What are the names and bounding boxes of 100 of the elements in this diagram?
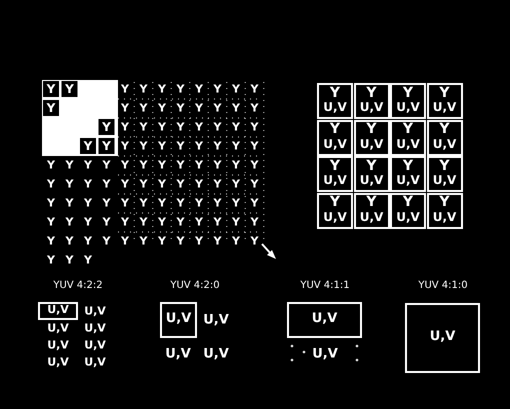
sample-cell [317, 156, 353, 192]
luma-label: Y [214, 122, 222, 132]
luma-label: Y [439, 195, 450, 210]
luma-label: Y [84, 140, 92, 152]
luma-label: Y [158, 102, 166, 114]
luma-label: Y [330, 122, 340, 136]
luma-label: Y [140, 122, 148, 132]
luma-label: Y [366, 122, 377, 136]
chroma-label: U,V [47, 304, 69, 314]
chroma-label: U,V [360, 138, 384, 150]
luma-label: Y [250, 122, 258, 132]
luma-label: Y [140, 236, 148, 246]
chroma-label: U,V [84, 340, 106, 350]
chroma-label: U,V [47, 356, 69, 368]
chroma-label: U,V [323, 210, 347, 223]
luma-label: Y [102, 236, 110, 246]
chroma-label: U,V [323, 101, 347, 114]
chroma-label: U,V [396, 210, 420, 223]
chroma-label: U,V [360, 174, 384, 186]
luma-label: Y [66, 236, 74, 246]
sample-cell [317, 83, 353, 119]
luma-label: Y [47, 254, 55, 266]
luma-label: Y [176, 102, 184, 114]
luma-label: Y [250, 140, 258, 152]
format-heading: YUV 4:2:0 [170, 281, 220, 291]
chroma-label: U,V [432, 101, 456, 114]
luma-label: Y [158, 178, 166, 190]
chroma-label: U,V [323, 138, 347, 150]
luma-label: Y [140, 160, 148, 170]
luma-label: Y [47, 160, 55, 170]
luma-label: Y [195, 122, 203, 132]
luma-label: Y [158, 122, 166, 132]
luma-label: Y [121, 198, 129, 208]
luma-label: Y [102, 216, 110, 228]
luma-label: Y [46, 102, 56, 114]
chroma-label: U,V [47, 340, 69, 350]
sample-cell [354, 192, 390, 228]
luma-label: Y [402, 195, 414, 210]
chroma-label: U,V [166, 312, 192, 324]
luma-label: Y [214, 216, 222, 228]
sample-cell [317, 120, 353, 156]
luma-label: Y [102, 121, 111, 133]
luma-label: Y [121, 236, 129, 246]
luma-label: Y [66, 160, 74, 170]
luma-label: Y [195, 236, 203, 246]
luma-label: Y [402, 122, 414, 136]
luma-label: Y [66, 178, 74, 190]
chroma-label: U,V [430, 330, 456, 342]
luma-label: Y [195, 102, 203, 114]
chroma-label: U,V [312, 312, 338, 324]
chroma-label: U,V [396, 138, 420, 150]
chroma-label: U,V [396, 101, 420, 114]
luma-label: Y [366, 195, 377, 210]
luma-label: Y [66, 254, 74, 266]
luma-label: Y [232, 198, 240, 208]
chroma-label: U,V [312, 348, 338, 360]
luma-label: Y [195, 84, 203, 94]
luma-label: Y [366, 86, 377, 100]
luma-label: Y [84, 236, 92, 246]
luma-label: Y [158, 160, 166, 170]
luma-label: Y [158, 216, 166, 228]
luma-label: Y [250, 102, 258, 114]
luma-label: Y [439, 158, 450, 173]
luma-label: Y [214, 140, 222, 152]
luma-label: Y [65, 83, 74, 95]
luma-label: Y [232, 102, 240, 114]
chroma-label: U,V [203, 348, 229, 360]
luma-label: Y [232, 84, 240, 94]
luma-label: Y [121, 178, 129, 190]
luma-label: Y [214, 198, 222, 208]
luma-label: Y [195, 160, 203, 170]
luma-label: Y [176, 178, 184, 190]
luma-label: Y [121, 102, 129, 114]
luma-label: Y [176, 122, 184, 132]
chroma-label: U,V [432, 174, 456, 186]
luma-label: Y [232, 122, 240, 132]
luma-label: Y [140, 102, 148, 114]
luma-label: Y [330, 158, 340, 173]
luma-label: Y [214, 236, 222, 246]
chroma-sample-box [405, 303, 480, 373]
luma-label: Y [121, 160, 129, 170]
luma-label: Y [140, 178, 148, 190]
chroma-label: U,V [323, 174, 347, 186]
luma-label: Y [232, 160, 240, 170]
luma-label: Y [176, 216, 184, 228]
luma-label: Y [232, 236, 240, 246]
luma-label: Y [176, 198, 184, 208]
luma-label: Y [84, 198, 92, 208]
sample-cell [390, 156, 426, 192]
sample-cell [426, 156, 462, 192]
chroma-sample-box [38, 302, 78, 320]
luma-label: Y [232, 178, 240, 190]
luma-label: Y [195, 216, 203, 228]
luma-label: Y [158, 84, 166, 94]
luma-label: Y [121, 122, 129, 132]
luma-label: Y [158, 236, 166, 246]
sample-cell [354, 156, 390, 192]
luma-label: Y [140, 198, 148, 208]
luma-label: Y [140, 84, 148, 94]
format-heading: YUV 4:1:1 [300, 281, 350, 291]
